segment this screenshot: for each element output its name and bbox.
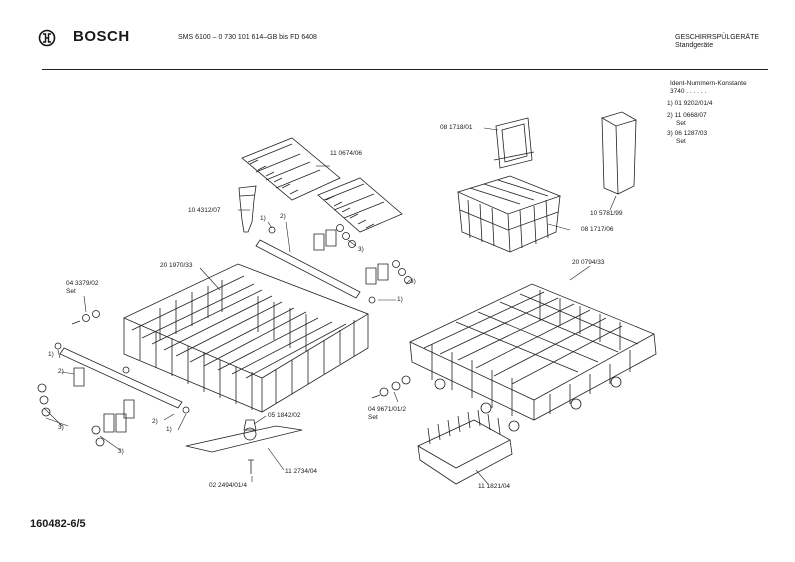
label-set: Set [368, 414, 378, 421]
ident-item: 2) 11 0668/07 [667, 112, 707, 119]
label-screw: 02 2494/01/4 [209, 482, 247, 489]
callout-2: 2) [280, 213, 286, 220]
rack-clip-strip-icon [318, 178, 402, 232]
label-small-parts-set: 04 3379/02 [66, 280, 99, 287]
callout-1: 1) [260, 215, 266, 222]
plate-insert-icon [418, 410, 512, 484]
document-code: 160482-6/5 [30, 518, 86, 530]
tall-holder-icon [602, 112, 636, 194]
label-tall-holder: 10 5781/99 [590, 210, 623, 217]
label-rack-clip: 11 0674/06 [330, 150, 363, 157]
callout-1: 1) [48, 351, 54, 358]
ident-item: 1) 01 9202/01/4 [667, 100, 713, 107]
label-cup-holder: 10 4312/07 [188, 207, 221, 214]
brand-name: BOSCH [73, 28, 130, 45]
rail-icon [60, 348, 182, 408]
callout-1: 1) [166, 426, 172, 433]
callout-2: 2) [58, 368, 64, 375]
model-line: SMS 6100 – 0 730 101 614–GB bis FD 6408 [178, 34, 317, 41]
cutlery-basket-icon [458, 176, 560, 252]
callout-3: 3) [58, 424, 64, 431]
callout-1: 1) [397, 296, 403, 303]
rack-clip-strip-icon [242, 138, 340, 200]
label-upper-basket: 20 1970/33 [160, 262, 193, 269]
label-basket-handle: 08 1718/01 [440, 124, 473, 131]
cup-holder-icon [239, 186, 256, 232]
ident-item-suffix: Set [676, 120, 686, 127]
label-cutlery-basket: 08 1717/06 [581, 226, 614, 233]
ident-value: 3740 . . . . . . [670, 88, 707, 95]
label-plate-insert: 11 1821/04 [478, 483, 511, 490]
basket-handle-icon [494, 118, 534, 168]
category-title: GESCHIRRSPÜLGERÄTE [675, 34, 760, 41]
label-lower-basket: 20 0794/33 [572, 259, 605, 266]
callout-3: 3) [410, 278, 416, 285]
category-subtitle: Standgeräte [675, 42, 714, 49]
label-wheels-set: 04 9671/01/2 [368, 406, 406, 413]
header-divider [42, 69, 768, 70]
label-set: Set [66, 288, 76, 295]
ident-item: 3) 06 1287/03 [667, 130, 708, 137]
upper-basket-icon [124, 264, 368, 412]
callout-2: 2) [152, 418, 158, 425]
clip-icon [38, 225, 412, 447]
callout-3: 3) [358, 246, 364, 253]
ident-item-suffix: Set [676, 138, 686, 145]
rail-icon [256, 240, 360, 298]
spray-arm-icon [186, 420, 302, 474]
bosch-logo-icon [38, 29, 56, 47]
callout-3: 3) [118, 448, 124, 455]
label-spray-arm: 11 2734/04 [285, 468, 318, 475]
leader-lines [44, 128, 616, 484]
label-spray-hub: 05 1842/02 [268, 412, 301, 419]
ident-title: Ident-Nummern-Konstante [670, 80, 747, 87]
lower-basket-icon [372, 284, 656, 431]
